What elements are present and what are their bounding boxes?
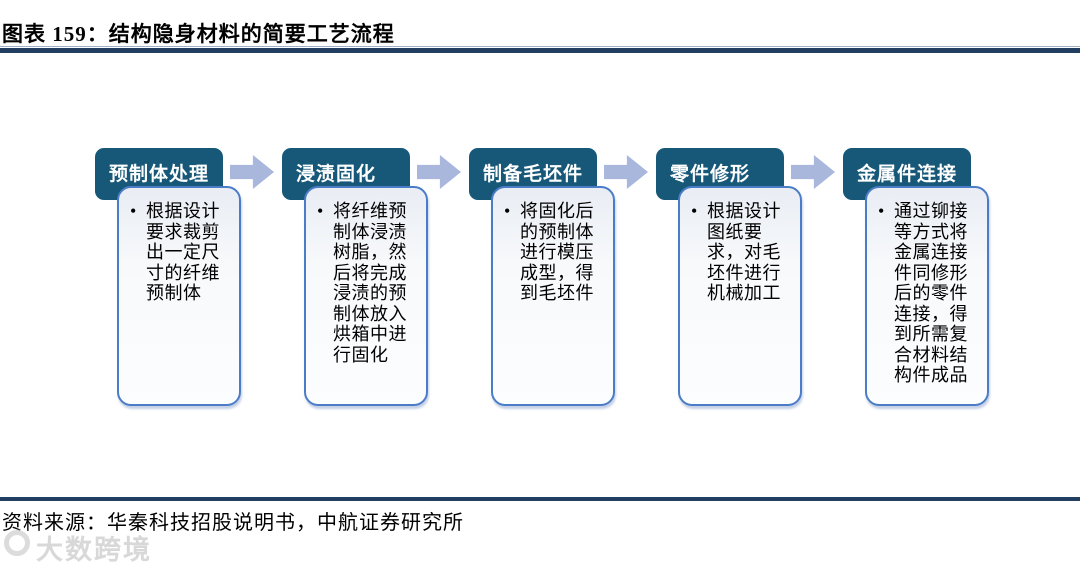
bullet-icon: • [691,201,698,221]
source-divider-rule [0,497,1080,501]
flow-arrow-icon [417,155,461,189]
step-detail-text: 将纤维预制体浸渍树脂，然后将完成浸渍的预制体放入烘箱中进行固化 [333,201,407,365]
step-detail-text: 根据设计图纸要求，对毛坯件进行机械加工 [707,201,781,303]
flow-arrow-icon [791,155,835,189]
step-detail-box: • 将纤维预制体浸渍树脂，然后将完成浸渍的预制体放入烘箱中进行固化 [304,186,428,406]
bullet-icon: • [317,201,324,221]
process-flow-diagram: 预制体处理 • 根据设计要求裁剪出一定尺寸的纤维预制体 浸渍固化 • 将纤维预制… [95,148,1033,410]
flow-step-impregnation-curing: 浸渍固化 • 将纤维预制体浸渍树脂，然后将完成浸渍的预制体放入烘箱中进行固化 [282,148,472,410]
flow-step-part-trimming: 零件修形 • 根据设计图纸要求，对毛坯件进行机械加工 [656,148,846,410]
flow-arrow-icon [604,155,648,189]
step-detail-text: 通过铆接等方式将金属连接件同修形后的零件连接，得到所需复合材料结构件成品 [894,201,968,385]
bullet-icon: • [130,201,137,221]
flow-step-metal-joining: 金属件连接 • 通过铆接等方式将金属连接件同修形后的零件连接，得到所需复合材料结… [843,148,1033,410]
title-divider-rule [0,46,1080,53]
step-detail-text: 根据设计要求裁剪出一定尺寸的纤维预制体 [146,201,220,303]
bullet-icon: • [504,201,511,221]
figure-source: 资料来源：华秦科技招股说明书，中航证券研究所 [2,512,464,534]
figure-title: 图表 159：结构隐身材料的简要工艺流程 [2,22,395,46]
step-detail-text: 将固化后的预制体进行模压成型，得到毛坯件 [520,201,594,303]
flow-step-preform-processing: 预制体处理 • 根据设计要求裁剪出一定尺寸的纤维预制体 [95,148,285,410]
step-detail-box: • 根据设计图纸要求，对毛坯件进行机械加工 [678,186,802,406]
step-detail-box: • 根据设计要求裁剪出一定尺寸的纤维预制体 [117,186,241,406]
flow-arrow-icon [230,155,274,189]
bullet-icon: • [878,201,885,221]
step-detail-box: • 将固化后的预制体进行模压成型，得到毛坯件 [491,186,615,406]
step-detail-box: • 通过铆接等方式将金属连接件同修形后的零件连接，得到所需复合材料结构件成品 [865,186,989,406]
flow-step-blank-preparation: 制备毛坯件 • 将固化后的预制体进行模压成型，得到毛坯件 [469,148,659,410]
